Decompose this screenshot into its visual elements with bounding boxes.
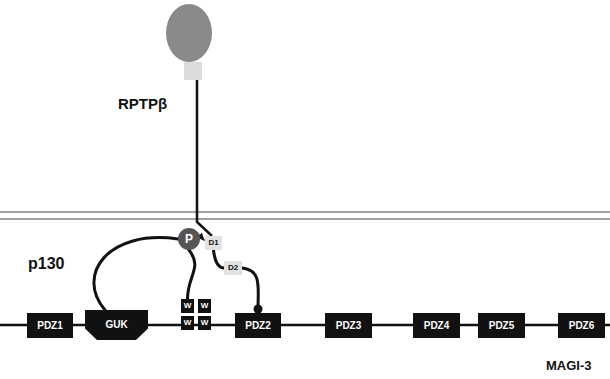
- protein-name: RPTPβ: [118, 96, 167, 111]
- ww-domain: W: [198, 299, 211, 313]
- connector: [188, 250, 195, 299]
- domain-label: PDZ2: [245, 321, 271, 331]
- domain-label: PDZ6: [569, 321, 595, 331]
- domain-label: GUK: [105, 320, 127, 330]
- protein-name: MAGI-3: [546, 359, 592, 372]
- protein-name: p130: [28, 256, 64, 272]
- connector: [242, 268, 263, 314]
- domain-label: PDZ5: [489, 321, 515, 331]
- domain-label: W: [201, 302, 209, 310]
- pdz-domain: PDZ2: [235, 313, 281, 338]
- pdz-domain: PDZ1: [27, 313, 73, 338]
- connector-line: [188, 250, 195, 299]
- phosphatase-domain: D2: [224, 261, 242, 275]
- receptor-segment: [184, 62, 202, 80]
- phosphatase-domain: D1: [205, 236, 222, 250]
- domain-label: P: [185, 233, 193, 245]
- pdz-domain: PDZ4: [413, 313, 460, 338]
- guk-domain: GUK: [85, 310, 148, 340]
- pdz-domain: PDZ5: [478, 313, 525, 338]
- domain-label: W: [184, 302, 192, 310]
- ww-domain: W: [181, 299, 194, 313]
- domain-label: W: [201, 319, 209, 327]
- connector: [94, 238, 178, 310]
- connector-line: [94, 238, 178, 310]
- domain-label: D1: [208, 239, 218, 247]
- connector: [214, 250, 225, 268]
- ww-domain: W: [198, 316, 211, 330]
- connector-line: [214, 250, 225, 268]
- ww-domain: W: [181, 316, 194, 330]
- domain-label: PDZ4: [424, 321, 450, 331]
- domain-label: PDZ3: [336, 321, 362, 331]
- domain-label: PDZ1: [37, 321, 63, 331]
- connector-line: [242, 268, 258, 309]
- pdz-domain: PDZ3: [325, 313, 372, 338]
- membrane-line: [0, 218, 610, 219]
- membrane-line: [0, 211, 610, 212]
- receptor-stem: [197, 80, 212, 236]
- receptor-ectodomain: [166, 4, 212, 62]
- domain-label: D2: [228, 264, 238, 272]
- binding-cap: [254, 305, 263, 314]
- pdz-domain: PDZ6: [558, 313, 605, 338]
- phospho-circle: P: [178, 228, 200, 250]
- domain-label: W: [184, 319, 192, 327]
